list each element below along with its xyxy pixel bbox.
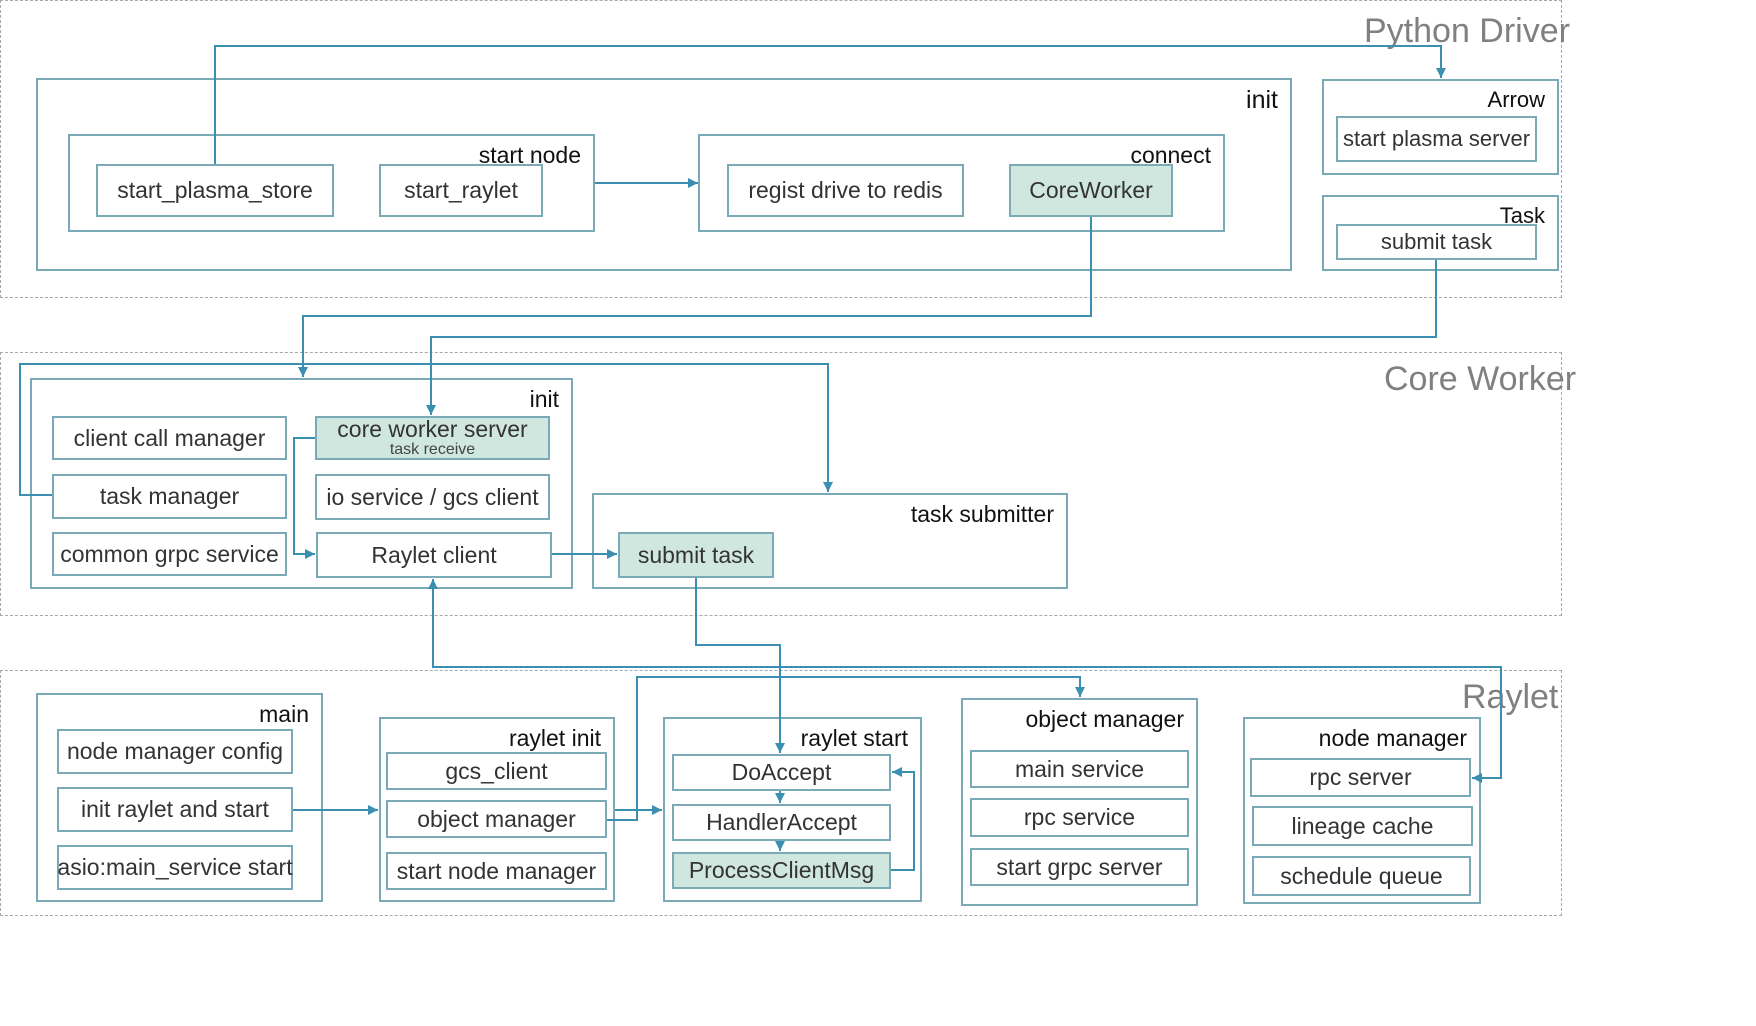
arrow-title: Arrow xyxy=(1487,87,1545,112)
asio-main-service-box: asio:main_service start xyxy=(57,845,293,890)
raylet-main-group: main xyxy=(36,693,323,902)
task-submitter-title: task submitter xyxy=(910,501,1054,527)
raylet-client-box: Raylet client xyxy=(316,532,552,578)
python-driver-title: Python Driver xyxy=(1364,12,1570,50)
driver-submit-task-box: submit task xyxy=(1336,224,1537,260)
raylet-main-title: main xyxy=(259,701,309,727)
rpc-service-box: rpc service xyxy=(970,798,1189,837)
regist-drive-box: regist drive to redis xyxy=(727,164,964,217)
start-plasma-server-box: start plasma server xyxy=(1336,116,1537,162)
start-raylet-box: start_raylet xyxy=(379,164,543,217)
schedule-queue-box: schedule queue xyxy=(1252,856,1471,896)
start-grpc-server-box: start grpc server xyxy=(970,848,1189,886)
task-title: Task xyxy=(1499,203,1545,228)
gcs-client-box: gcs_client xyxy=(386,752,607,790)
rpc-server-box: rpc server xyxy=(1250,758,1471,797)
node-manager-title: node manager xyxy=(1318,725,1467,751)
raylet-start-title: raylet start xyxy=(800,725,908,751)
io-service-box: io service / gcs client xyxy=(315,474,550,520)
handler-accept-box: HandlerAccept xyxy=(672,804,891,841)
core-worker-server-box: core worker server task receive xyxy=(315,416,550,460)
task-group: Task xyxy=(1322,195,1559,271)
process-client-msg-box: ProcessClientMsg xyxy=(672,852,891,889)
lineage-cache-box: lineage cache xyxy=(1252,806,1473,846)
start-plasma-store-box: start_plasma_store xyxy=(96,164,334,217)
client-call-manager-box: client call manager xyxy=(52,416,287,460)
main-service-box: main service xyxy=(970,750,1189,788)
raylet-init-title: raylet init xyxy=(508,725,601,751)
task-receive-label: task receive xyxy=(389,441,476,458)
cw-submit-task-box: submit task xyxy=(618,532,774,578)
core-worker-title: Core Worker xyxy=(1384,360,1577,398)
do-accept-box: DoAccept xyxy=(672,754,891,791)
coreworker-box: CoreWorker xyxy=(1009,164,1173,217)
core-worker-server-label: core worker server xyxy=(337,416,528,442)
init-raylet-box: init raylet and start xyxy=(57,787,293,832)
driver-init-title: init xyxy=(1246,86,1278,114)
cw-init-title: init xyxy=(529,386,559,412)
object-manager-title: object manager xyxy=(1025,706,1184,732)
raylet-title: Raylet xyxy=(1462,678,1559,716)
common-grpc-service-box: common grpc service xyxy=(52,532,287,576)
start-node-manager-box: start node manager xyxy=(386,852,607,890)
node-manager-config-box: node manager config xyxy=(57,729,293,774)
raylet-object-manager-box: object manager xyxy=(386,800,607,838)
task-manager-box: task manager xyxy=(52,474,287,519)
